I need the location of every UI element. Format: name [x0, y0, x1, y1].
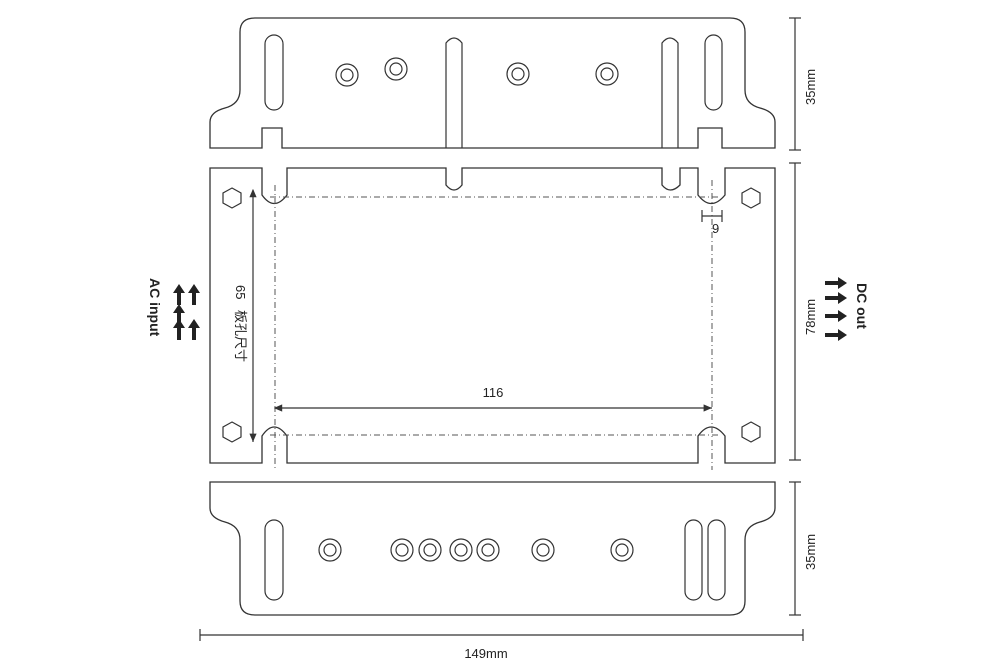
- ac-input-arrows-icon: [173, 284, 200, 340]
- hex-nuts: [222, 187, 761, 443]
- ac-input-label: AC input: [147, 278, 163, 337]
- dim-116: 116: [483, 385, 504, 400]
- main-plate: 116 65 板孔尺寸 9: [209, 167, 776, 470]
- top-holes: [335, 57, 619, 87]
- bottom-holes: [318, 538, 634, 562]
- vertical-dimensions: 35mm 78mm 35mm: [789, 17, 818, 616]
- dim-9: 9: [712, 221, 719, 236]
- dim-65: 65: [233, 285, 248, 299]
- top-bracket: [209, 17, 776, 149]
- hole-size-label: 板孔尺寸: [233, 310, 248, 362]
- bottom-bracket: [209, 481, 776, 616]
- dim-top-35mm: 35mm: [803, 69, 818, 105]
- dim-bottom-35mm: 35mm: [803, 534, 818, 570]
- dc-out-label: DC out: [854, 283, 870, 329]
- dc-out-arrows-icon: [825, 277, 847, 341]
- dim-149mm: 149mm: [464, 646, 507, 661]
- dim-78mm: 78mm: [803, 299, 818, 335]
